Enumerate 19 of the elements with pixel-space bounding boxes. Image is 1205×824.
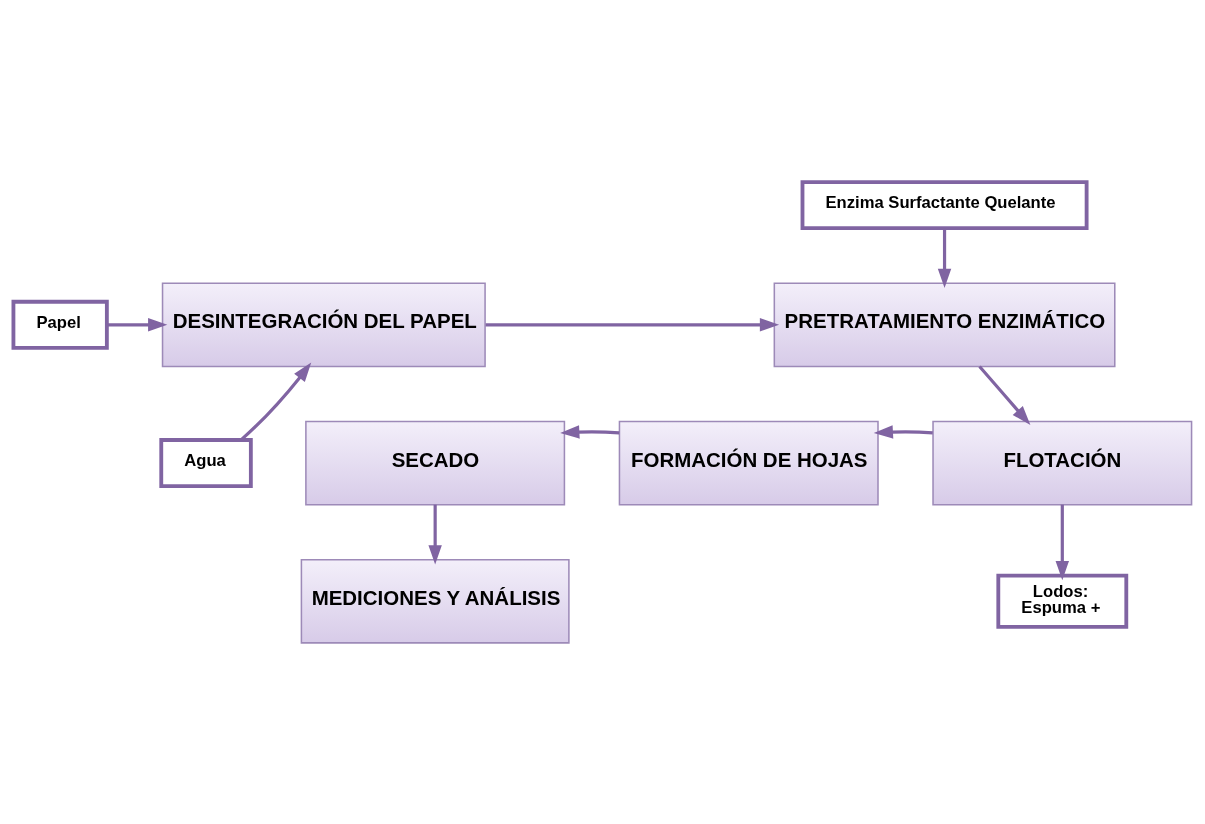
arrow: [240, 362, 312, 441]
node-box: Agua: [159, 437, 253, 488]
node-box: FORMACIÓN DE HOJAS: [618, 420, 879, 505]
node-box: MEDICIONES Y ANÁLISIS: [300, 558, 570, 644]
node-box: DESINTEGRACIÓN DEL PAPEL: [161, 281, 486, 367]
arrow: [428, 504, 442, 564]
node-box: SECADO: [305, 420, 566, 505]
node-box: PRETRATAMIENTO ENZIMÁTICO: [773, 281, 1116, 367]
node-box: Enzima Surfactante Quelante: [800, 179, 1089, 230]
node-box: Papel: [11, 299, 109, 350]
arrow: [485, 317, 780, 332]
arrow: [560, 424, 620, 439]
arrow: [937, 227, 952, 288]
arrow: [978, 364, 1031, 425]
node-box: Lodos: Espuma +: [996, 573, 1129, 629]
node-box: FLOTACIÓN: [932, 420, 1193, 505]
arrow: [873, 424, 933, 439]
arrow: [107, 317, 168, 332]
arrow: [1055, 504, 1070, 580]
